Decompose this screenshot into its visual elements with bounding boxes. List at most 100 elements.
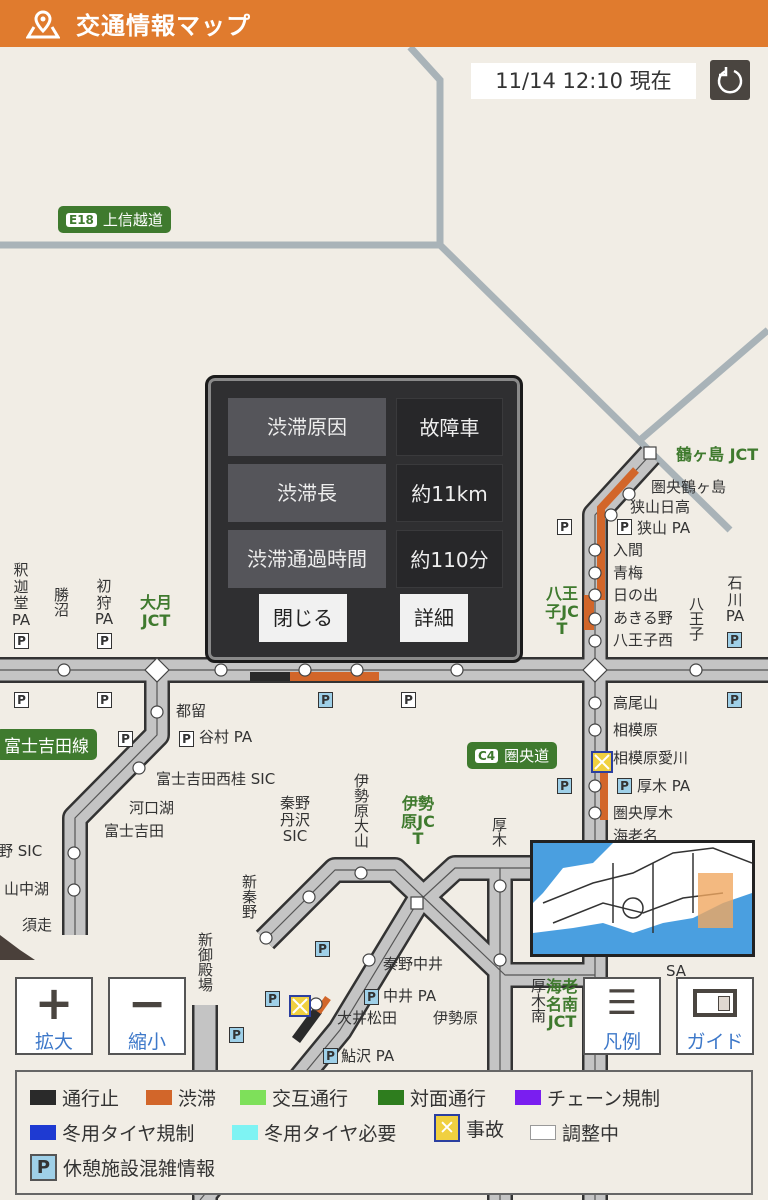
parking-icon[interactable]: P [97,692,112,708]
refresh-icon [717,67,743,94]
map-label: 大月JCT [139,593,172,630]
map-label: 厚木南 [529,978,547,1023]
swatch [515,1090,541,1105]
map-label: 厚木 [490,817,508,847]
parking-icon[interactable]: P [97,633,112,649]
map-label: 新御殿場 [196,932,214,992]
road-name: 上信越道 [102,211,163,229]
map-label: 都留 [176,702,207,720]
close-button[interactable]: 閉じる [259,594,347,642]
map-label: 鮎沢 PA [341,1047,395,1065]
legend-item: チェーン規制 [515,1084,660,1111]
map-label: 須走 [22,916,53,934]
legend-label: 通行止 [62,1088,120,1110]
parking-congestion-icon[interactable]: P [557,778,572,794]
legend-label: 休憩施設混雑情報 [63,1158,216,1180]
detail-button[interactable]: 詳細 [400,594,468,642]
map-label: 八王子 [687,596,705,641]
swatch [378,1090,404,1105]
legend-panel: 通行止 渋滞 交互通行 対面通行 チェーン規制 冬用タイヤ規制 冬用タイヤ必要 … [15,1070,753,1195]
legend-item: ✕事故 [434,1114,504,1142]
map-label: 鶴ヶ島 JCT [676,445,759,464]
map-label: 大井松田 [337,1009,398,1027]
parking-congestion-icon[interactable]: P [229,1027,244,1043]
map-label: 秦野中井 [383,955,444,973]
parking-congestion-icon[interactable]: P [617,778,632,794]
map-label: 狭山 PA [637,519,691,537]
map-label: 山中湖 [4,880,50,898]
road-tag-e18: E18 上信越道 [58,206,171,233]
guide-button[interactable]: ガイド [676,977,754,1055]
map-label: 圏央鶴ヶ島 [651,478,727,496]
parking-congestion-icon[interactable]: P [318,692,333,708]
legend-button[interactable]: ☰凡例 [583,977,661,1055]
guide-label: ガイド [686,1031,744,1053]
legend-item: 調整中 [530,1119,619,1146]
road-name: 富士吉田線 [4,737,89,757]
parking-icon[interactable]: P [118,731,133,747]
map-label: 新秦野 [240,874,258,919]
map-label: 勝沼 [52,587,70,617]
map-label: 圏央厚木 [613,804,674,822]
popup-value: 約11km [396,464,503,522]
legend-item: 通行止 [30,1084,119,1111]
map-label: 入間 [613,541,644,559]
parking-congestion-icon[interactable]: P [315,941,330,957]
road-code: C4 [475,748,499,763]
map-label: 河口湖 [129,799,175,817]
map-label: 釈迦堂PA [11,561,31,629]
guide-icon [678,979,752,1027]
parking-icon[interactable]: P [14,633,29,649]
zoom-out-button[interactable]: −縮小 [108,976,186,1055]
map-label: 富士吉田西桂 SIC [156,770,276,788]
parking-congestion-icon[interactable]: P [265,991,280,1007]
legend-label: 冬用タイヤ規制 [62,1123,195,1145]
map-label: 海老名南JCT [545,977,578,1032]
map-label: 八王子JCT [545,584,579,639]
accident-icon: ✕ [434,1114,460,1142]
legend-item: 渋滞 [146,1084,216,1111]
parking-icon[interactable]: P [179,731,194,747]
parking-icon[interactable]: P [401,692,416,708]
minimap[interactable] [530,840,755,957]
map-label: 伊勢原JCT [401,794,435,849]
legend-label: 調整中 [562,1123,620,1145]
legend-label: 交互通行 [272,1088,349,1110]
map-label: 青梅 [613,564,644,582]
zoom-in-label: 拡大 [34,1031,73,1053]
map-label: 野 SIC [0,842,43,860]
popup-key: 渋滞長 [228,464,386,522]
map-label: 高尾山 [613,694,659,712]
road-code: E18 [66,212,97,227]
legend-label: チェーン規制 [547,1088,661,1110]
zoom-out-label: 縮小 [127,1031,166,1053]
map-label: 相模原愛川 [613,749,689,767]
swatch [146,1090,172,1105]
parking-congestion-icon[interactable]: P [727,692,742,708]
refresh-button[interactable] [710,60,750,100]
parking-congestion-icon[interactable]: P [364,989,379,1005]
parking-congestion-icon[interactable]: P [323,1048,338,1064]
legend-item: 対面通行 [378,1084,486,1111]
road-tag-fujiyoshida: 富士吉田線 [0,729,97,760]
zoom-in-button[interactable]: +拡大 [15,976,93,1055]
parking-icon[interactable]: P [557,519,572,535]
parking-congestion-icon[interactable]: P [727,632,742,648]
parking-icon[interactable]: P [617,519,632,535]
swatch [30,1090,56,1105]
timestamp: 11/14 12:10 現在 [471,63,696,99]
map-label: 富士吉田 [104,822,165,840]
map-label: 伊勢原大山 [352,773,370,848]
popup-key: 渋滞通過時間 [228,530,386,588]
map-label: 秦野丹沢SIC [280,794,311,845]
parking-icon[interactable]: P [14,692,29,708]
legend-label: 渋滞 [178,1088,217,1110]
map-label: 狭山日高 [630,498,691,516]
plus-icon: + [34,976,74,1030]
popup-value: 約110分 [396,530,503,588]
map-label: 中井 PA [383,987,437,1005]
road-name: 圏央道 [504,747,550,765]
popup-key: 渋滞原因 [228,398,386,456]
map-label: 相模原 [613,721,659,739]
